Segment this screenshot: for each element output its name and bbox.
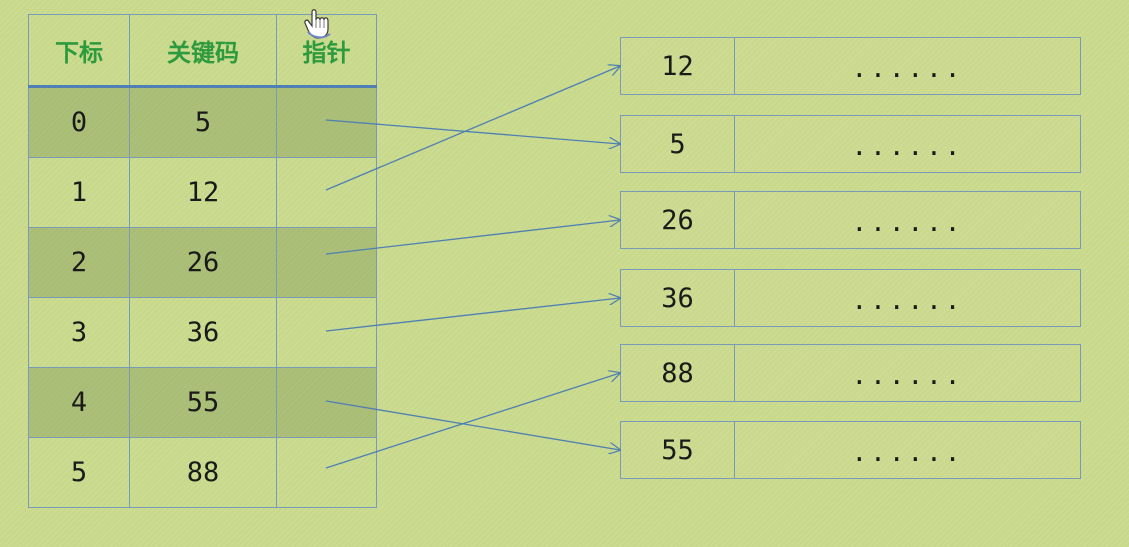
row-index: 3: [28, 297, 130, 368]
record-key: 5: [621, 116, 735, 172]
record-box: 88 ......: [620, 344, 1081, 402]
header-key: 关键码: [129, 14, 277, 88]
record-data: ......: [851, 286, 964, 316]
table-row: 1 12: [28, 157, 377, 228]
record-box: 55 ......: [620, 421, 1081, 479]
row-key: 12: [129, 157, 277, 228]
record-box: 12 ......: [620, 37, 1081, 95]
row-index: 0: [28, 86, 130, 158]
pointer-arrow: [325, 119, 620, 144]
row-index: 4: [28, 367, 130, 438]
header-pointer: 指针: [276, 14, 377, 88]
record-key: 12: [621, 38, 735, 94]
record-box: 5 ......: [620, 115, 1081, 173]
pointer-arrow: [325, 373, 620, 469]
row-pointer-cell: [276, 227, 377, 298]
table-row: 0 5: [28, 86, 377, 158]
index-table: 下标 关键码 指针 0 5 1 12 2 26 3 36 4 55: [28, 14, 377, 508]
row-key: 26: [129, 227, 277, 298]
table-row: 5 88: [28, 437, 377, 508]
record-box: 36 ......: [620, 269, 1081, 327]
table-row: 4 55: [28, 367, 377, 438]
pointer-arrow: [325, 220, 620, 255]
row-index: 2: [28, 227, 130, 298]
row-pointer-cell: [276, 157, 377, 228]
record-key: 55: [621, 422, 735, 478]
row-key: 55: [129, 367, 277, 438]
record-data: ......: [851, 438, 964, 468]
record-data: ......: [851, 361, 964, 391]
header-index: 下标: [28, 14, 130, 88]
row-index: 1: [28, 157, 130, 228]
row-pointer-cell: [276, 437, 377, 508]
pointer-arrow: [325, 298, 620, 332]
table-row: 3 36: [28, 297, 377, 368]
record-key: 36: [621, 270, 735, 326]
record-box: 26 ......: [620, 191, 1081, 249]
row-key: 88: [129, 437, 277, 508]
record-data: ......: [851, 54, 964, 84]
table-row: 2 26: [28, 227, 377, 298]
table-header-row: 下标 关键码 指针: [28, 14, 377, 88]
pointer-arrow: [325, 400, 620, 450]
pointer-arrow: [325, 66, 620, 191]
row-pointer-cell: [276, 86, 377, 158]
hand-cursor-icon: [304, 9, 331, 39]
row-pointer-cell: [276, 297, 377, 368]
record-key: 26: [621, 192, 735, 248]
record-data: ......: [851, 132, 964, 162]
record-data: ......: [851, 208, 964, 238]
row-key: 5: [129, 86, 277, 158]
row-index: 5: [28, 437, 130, 508]
record-key: 88: [621, 345, 735, 401]
row-key: 36: [129, 297, 277, 368]
